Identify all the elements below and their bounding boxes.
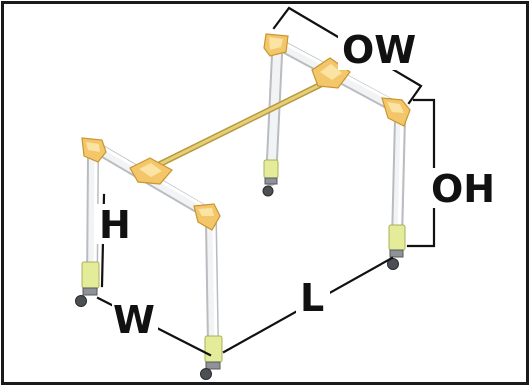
bracket-front-right	[193, 203, 221, 231]
label-oh: OH	[431, 167, 495, 211]
bracket-back-right	[381, 97, 411, 127]
label-w-bg	[112, 300, 158, 338]
label-l-bg	[296, 278, 330, 316]
label-h: H	[99, 203, 131, 247]
label-h-bg	[96, 204, 130, 244]
label-oh-bg	[430, 168, 492, 208]
label-ow: OW	[342, 28, 416, 72]
front-left-leg	[75, 149, 100, 307]
center-spreader-rod	[149, 77, 333, 171]
back-left-leg	[262, 49, 283, 197]
back-right-leg	[387, 112, 406, 270]
label-l: L	[300, 276, 324, 320]
bracket-back-left	[263, 33, 289, 57]
bracket-front-center	[129, 157, 173, 185]
label-w: W	[113, 298, 155, 342]
label-ow-bg	[338, 30, 412, 70]
bracket-front-left	[81, 137, 107, 163]
